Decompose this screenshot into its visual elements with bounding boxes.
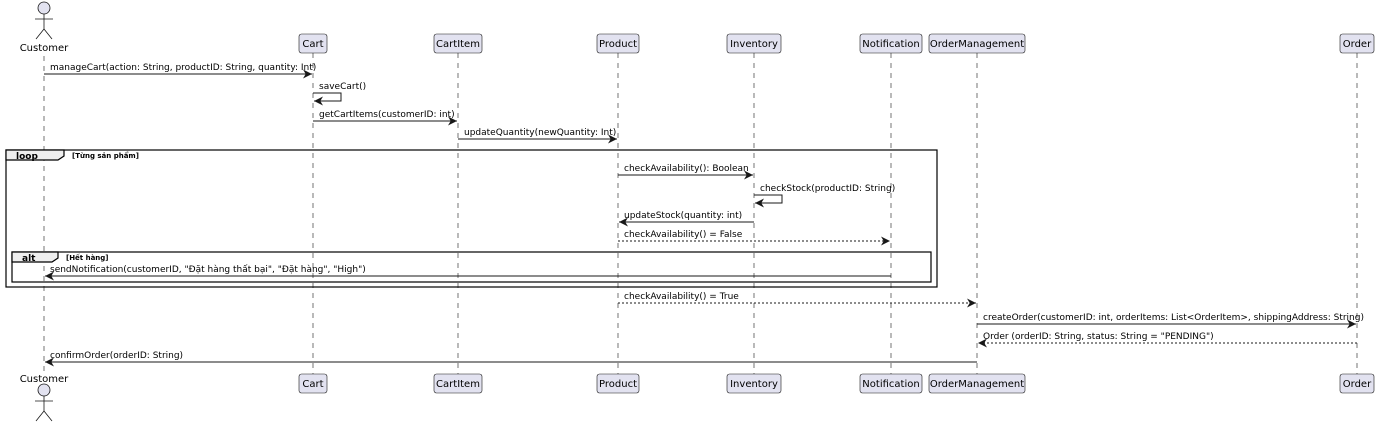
actor-customer-bottom[interactable]: [35, 383, 53, 422]
participant-label-cartitem-top: CartItem: [436, 39, 480, 50]
participant-label-notification-top: Notification: [862, 39, 919, 50]
participant-label-inventory-bottom: Inventory: [730, 379, 778, 390]
participant-ordermgmt-bottom[interactable]: OrderManagement: [928, 373, 1026, 394]
message-1: manageCart(action: String, productID: St…: [44, 63, 316, 79]
fragment-alt-tag: alt: [22, 254, 36, 264]
actor-customer-top[interactable]: [35, 1, 53, 40]
message-label-13: confirmOrder(orderID: String): [50, 351, 183, 361]
fragment-loop-tag: loop: [16, 152, 38, 162]
message-label-12: Order (orderID: String, status: String =…: [983, 332, 1214, 342]
participant-label-customer-top: Customer: [20, 43, 69, 54]
participant-label-order-bottom: Order: [1343, 379, 1372, 390]
participant-order-bottom[interactable]: Order: [1339, 373, 1375, 394]
participant-label-customer-bottom: Customer: [20, 374, 69, 385]
message-label-2: saveCart(): [319, 82, 366, 92]
participant-label-ordermgmt-bottom: OrderManagement: [930, 379, 1024, 390]
message-11: createOrder(customerID: int, orderItems:…: [977, 313, 1364, 329]
message-12: Order (orderID: String, status: String =…: [978, 332, 1357, 348]
message-label-7: updateStock(quantity: int): [624, 211, 742, 221]
message-label-1: manageCart(action: String, productID: St…: [50, 63, 316, 73]
participant-product-bottom[interactable]: Product: [596, 373, 640, 394]
participant-label-ordermgmt-top: OrderManagement: [930, 39, 1024, 50]
fragment-alt-condition: [Hết hàng]: [66, 253, 109, 262]
message-label-8: checkAvailability() = False: [624, 230, 743, 240]
message-label-11: createOrder(customerID: int, orderItems:…: [983, 313, 1364, 323]
participant-cartitem-bottom[interactable]: CartItem: [433, 373, 483, 394]
participant-label-inventory-top: Inventory: [730, 39, 778, 50]
participant-label-cart-bottom: Cart: [302, 379, 323, 390]
participant-label-order-top: Order: [1343, 39, 1372, 50]
message-label-9: sendNotification(customerID, "Đặt hàng t…: [50, 264, 366, 275]
message-label-5: checkAvailability(): Boolean: [624, 164, 749, 174]
message-5: checkAvailability(): Boolean: [618, 164, 753, 180]
message-10: checkAvailability() = True: [618, 292, 976, 308]
participant-label-notification-bottom: Notification: [862, 379, 919, 390]
message-label-4: updateQuantity(newQuantity: Int): [464, 128, 616, 138]
participant-notification-top[interactable]: Notification: [859, 33, 923, 54]
message-7: updateStock(quantity: int): [619, 211, 754, 227]
participant-inventory-bottom[interactable]: Inventory: [726, 373, 782, 394]
fragment-loop: loop [Từng sản phẩm]: [5, 149, 938, 288]
message-9: sendNotification(customerID, "Đặt hàng t…: [45, 264, 891, 281]
participant-inventory-top[interactable]: Inventory: [726, 33, 782, 54]
participant-label-product-top: Product: [599, 39, 637, 50]
participant-ordermgmt-top[interactable]: OrderManagement: [928, 33, 1026, 54]
message-13: confirmOrder(orderID: String): [45, 351, 977, 367]
message-label-6: checkStock(productID: String): [760, 184, 895, 194]
participant-cart-top[interactable]: Cart: [298, 33, 328, 54]
message-4: updateQuantity(newQuantity: Int): [458, 128, 617, 144]
message-2: saveCart(): [313, 82, 366, 106]
message-label-3: getCartItems(customerID: int): [319, 110, 455, 120]
message-8: checkAvailability() = False: [618, 230, 890, 246]
message-label-10: checkAvailability() = True: [624, 292, 739, 302]
participant-label-product-bottom: Product: [599, 379, 637, 390]
participant-order-top[interactable]: Order: [1339, 33, 1375, 54]
participant-cart-bottom[interactable]: Cart: [298, 373, 328, 394]
participant-label-cartitem-bottom: CartItem: [436, 379, 480, 390]
participant-notification-bottom[interactable]: Notification: [859, 373, 923, 394]
message-6: checkStock(productID: String): [754, 184, 895, 208]
fragment-loop-condition: [Từng sản phẩm]: [72, 151, 139, 160]
participant-product-top[interactable]: Product: [596, 33, 640, 54]
message-3: getCartItems(customerID: int): [313, 110, 457, 126]
participant-cartitem-top[interactable]: CartItem: [433, 33, 483, 54]
fragment-alt: alt [Hết hàng]: [11, 251, 932, 283]
participant-label-cart-top: Cart: [302, 39, 323, 50]
